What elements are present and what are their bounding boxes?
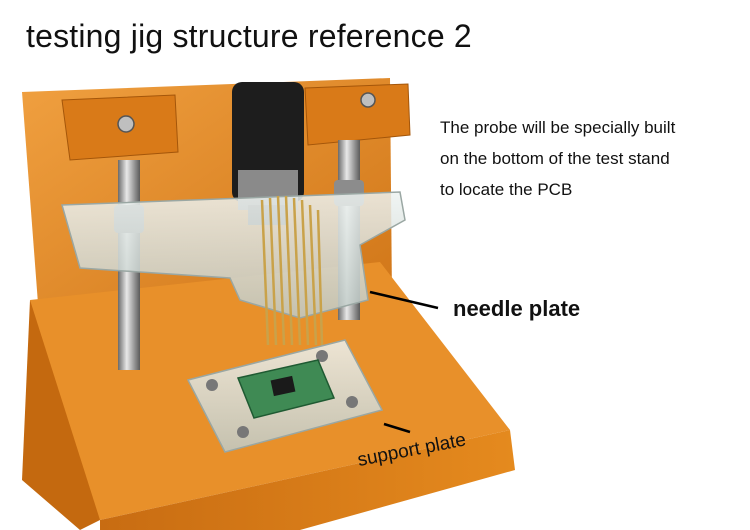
probe-needles [260, 195, 324, 346]
base-front [100, 430, 515, 530]
description-text: The probe will be specially built on the… [440, 112, 740, 205]
screw-top-right [360, 92, 376, 108]
base-left [22, 300, 100, 530]
top-right-block [304, 83, 411, 146]
support-plate-pointer [383, 422, 411, 434]
needle-plate-label: needle plate [453, 296, 581, 321]
page-title: testing jig structure reference 2 [26, 18, 472, 54]
description-line: The probe will be specially built [440, 118, 676, 137]
screw-top-left [117, 115, 135, 133]
description-line: on the bottom of the test stand [440, 149, 670, 168]
description-line: to locate the PCB [440, 180, 573, 199]
needle-plate-pointer [369, 290, 439, 310]
